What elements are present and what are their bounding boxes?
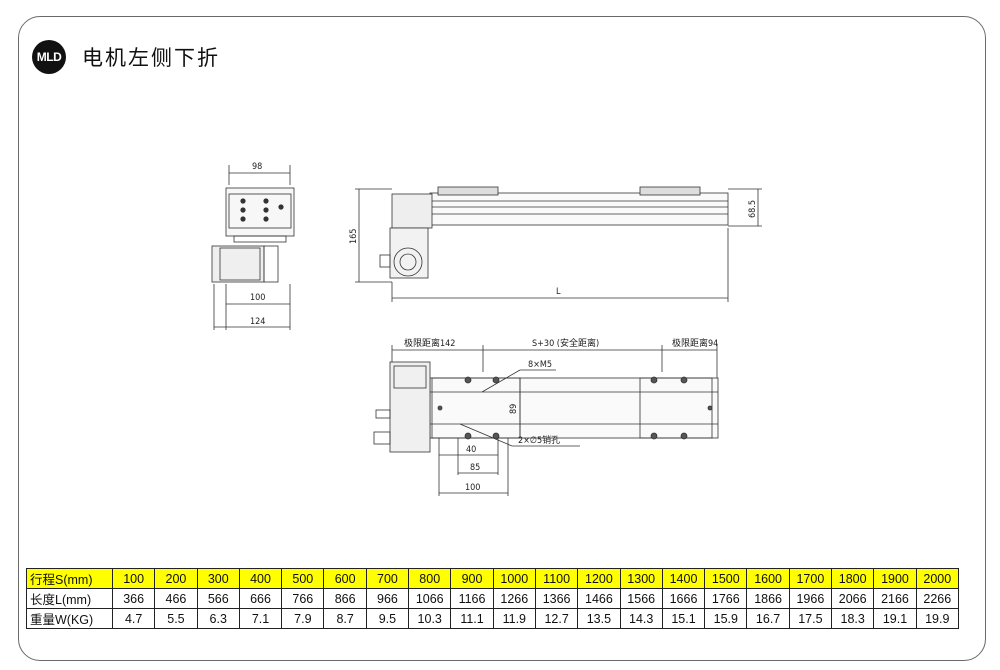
spec-cell: 4.7 — [111, 608, 156, 629]
spec-cell: 2266 — [915, 588, 959, 609]
spec-cell: 1766 — [704, 588, 748, 609]
spec-cell: 966 — [365, 588, 410, 609]
technical-drawing: 98 100 124 165 — [211, 162, 762, 496]
spec-cell: 16.7 — [746, 608, 790, 629]
spec-cell: 1700 — [788, 568, 833, 589]
spec-row-label: 长度L(mm) — [26, 588, 113, 609]
spec-cell: 500 — [281, 568, 325, 589]
screws-label: 8×M5 — [528, 360, 552, 370]
spec-cell: 1500 — [704, 568, 748, 589]
spec-cell: 2000 — [915, 568, 959, 589]
spec-cell: 566 — [196, 588, 240, 609]
spec-cell: 1966 — [788, 588, 833, 609]
spec-cell: 1300 — [619, 568, 663, 589]
spec-row-label: 行程S(mm) — [26, 568, 113, 589]
spec-cell: 11.9 — [492, 608, 536, 629]
spec-cell: 12.7 — [534, 608, 579, 629]
spec-cell: 1366 — [534, 588, 579, 609]
spec-cell: 100 — [111, 568, 156, 589]
spec-cell: 1866 — [746, 588, 790, 609]
spec-cell: 1200 — [577, 568, 621, 589]
spec-cell: 600 — [323, 568, 367, 589]
spec-cell: 5.5 — [154, 608, 198, 629]
safety-label: S+30 (安全距离) — [532, 337, 599, 349]
spec-cell: 9.5 — [365, 608, 410, 629]
spec-cell: 200 — [154, 568, 198, 589]
spec-cell: 18.3 — [831, 608, 875, 629]
spec-cell: 19.1 — [873, 608, 917, 629]
spec-cell: 2166 — [873, 588, 917, 609]
spec-cell: 800 — [408, 568, 452, 589]
dim-165: 165 — [349, 229, 359, 244]
spec-cell: 17.5 — [788, 608, 833, 629]
spec-cell: 1066 — [408, 588, 452, 609]
dim-124: 124 — [250, 317, 265, 327]
spec-cell: 366 — [111, 588, 156, 609]
front-view: 165 68.5 L — [349, 186, 762, 302]
spec-cell: 1600 — [746, 568, 790, 589]
spec-cell: 866 — [323, 588, 367, 609]
spec-cell: 11.1 — [450, 608, 494, 629]
spec-cell: 766 — [281, 588, 325, 609]
spec-row-label: 重量W(KG) — [26, 608, 113, 629]
spec-cell: 7.1 — [238, 608, 283, 629]
spec-cell: 1566 — [619, 588, 663, 609]
spec-cell: 1166 — [450, 588, 494, 609]
page-frame — [18, 16, 986, 661]
dim-100-side: 100 — [250, 293, 265, 303]
side-view: 98 100 124 — [211, 162, 295, 330]
spec-cell: 666 — [238, 588, 283, 609]
spec-cell: 2066 — [831, 588, 875, 609]
dim-89: 89 — [509, 404, 519, 414]
spec-cell: 700 — [365, 568, 410, 589]
top-view: 极限距离142 S+30 (安全距离) 极限距离94 8×M5 2×∅5销孔 8… — [373, 337, 719, 496]
dim-85: 85 — [470, 463, 480, 473]
spec-cell: 15.1 — [661, 608, 706, 629]
spec-cell: 1800 — [831, 568, 875, 589]
dim-98: 98 — [252, 162, 262, 172]
spec-cell: 15.9 — [704, 608, 748, 629]
spec-cell: 1400 — [661, 568, 706, 589]
spec-cell: 466 — [154, 588, 198, 609]
spec-cell: 10.3 — [408, 608, 452, 629]
spec-cell: 19.9 — [915, 608, 959, 629]
dim-40: 40 — [466, 445, 476, 455]
limit-left-label: 极限距离142 — [404, 337, 455, 349]
dim-100-top: 100 — [465, 483, 480, 493]
page-title: 电机左侧下折 — [82, 46, 220, 70]
brand-logo: MLD — [32, 40, 66, 74]
pins-label: 2×∅5销孔 — [518, 434, 560, 446]
limit-right-label: 极限距离94 — [672, 337, 718, 349]
dim-68-5: 68.5 — [748, 200, 758, 218]
spec-cell: 1000 — [492, 568, 536, 589]
spec-cell: 1900 — [873, 568, 917, 589]
spec-cell: 1466 — [577, 588, 621, 609]
spec-cell: 1100 — [534, 568, 579, 589]
spec-cell: 400 — [238, 568, 283, 589]
spec-cell: 300 — [196, 568, 240, 589]
spec-cell: 6.3 — [196, 608, 240, 629]
spec-cell: 13.5 — [577, 608, 621, 629]
spec-cell: 1266 — [492, 588, 536, 609]
spec-cell: 8.7 — [323, 608, 367, 629]
spec-cell: 7.9 — [281, 608, 325, 629]
spec-cell: 1666 — [661, 588, 706, 609]
spec-cell: 14.3 — [619, 608, 663, 629]
dim-L: L — [556, 287, 561, 297]
spec-cell: 900 — [450, 568, 494, 589]
